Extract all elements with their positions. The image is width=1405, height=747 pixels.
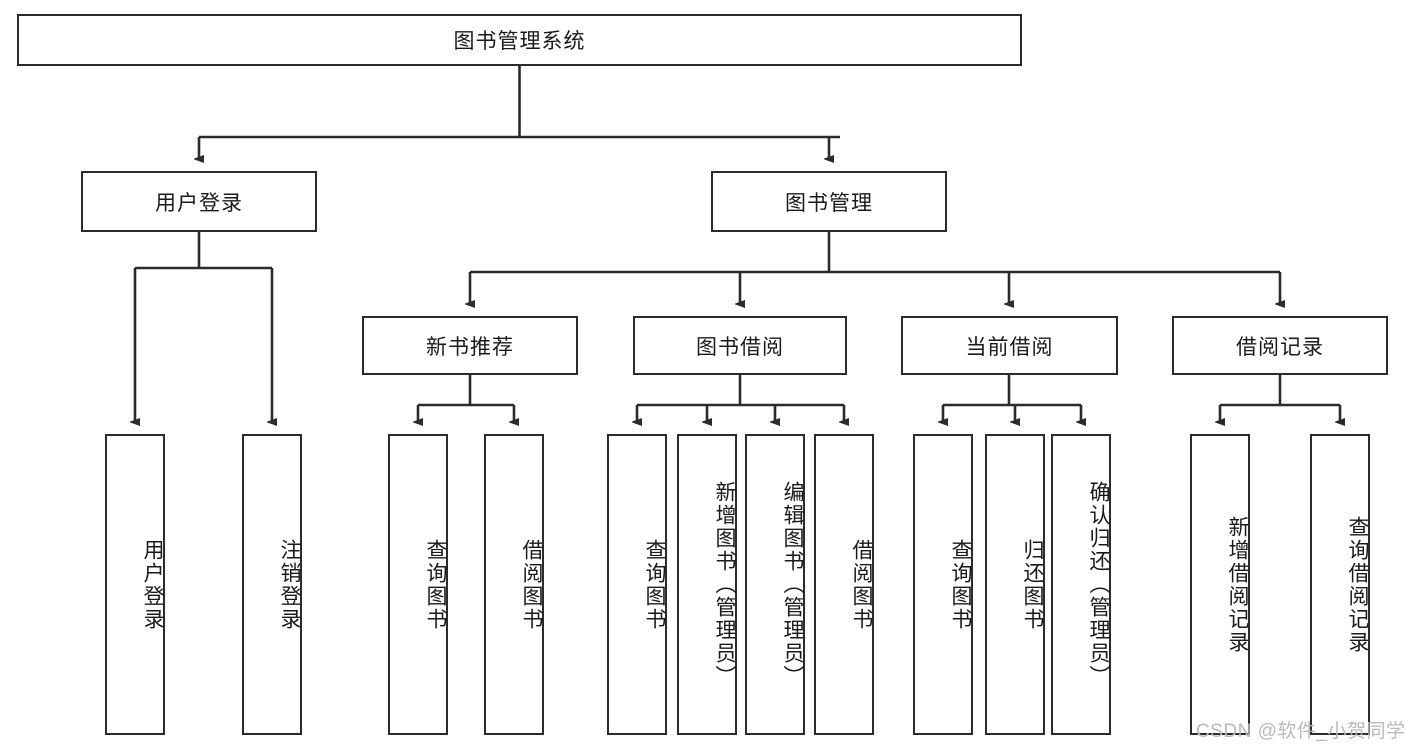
node-leaf-add-record[interactable]: 新增借阅记录 bbox=[1190, 434, 1250, 735]
node-current-borrow-label: 当前借阅 bbox=[965, 335, 1054, 359]
csdn-watermark: CSDN @软件_小贺同学 bbox=[1196, 721, 1405, 742]
node-leaf-borrow-book-2[interactable]: 借阅图书 bbox=[814, 434, 874, 735]
node-user-login-label: 用户登录 bbox=[155, 191, 243, 215]
node-leaf-borrow-book-2-label: 借阅图书 bbox=[850, 538, 873, 631]
node-leaf-query-book-1-label: 查询图书 bbox=[424, 538, 447, 631]
node-book-borrow-label: 图书借阅 bbox=[696, 335, 784, 359]
node-leaf-user-login[interactable]: 用户登录 bbox=[105, 434, 165, 735]
node-leaf-add-record-label: 新增借阅记录 bbox=[1226, 515, 1249, 654]
node-root-label: 图书管理系统 bbox=[453, 30, 586, 53]
node-leaf-query-book-2[interactable]: 查询图书 bbox=[607, 434, 667, 735]
node-leaf-edit-book[interactable]: 编辑图书（管理员） bbox=[745, 434, 805, 735]
node-leaf-user-login-label: 用户登录 bbox=[141, 538, 164, 631]
node-leaf-query-record[interactable]: 查询借阅记录 bbox=[1310, 434, 1370, 735]
node-book-borrow[interactable]: 图书借阅 bbox=[633, 316, 847, 375]
node-leaf-confirm-return-label: 确认归还（管理员） bbox=[1087, 481, 1110, 688]
node-leaf-return-book[interactable]: 归还图书 bbox=[985, 434, 1045, 735]
node-book-manage-label: 图书管理 bbox=[785, 191, 873, 215]
node-leaf-borrow-book-1-label: 借阅图书 bbox=[520, 538, 543, 631]
node-leaf-edit-book-label: 编辑图书（管理员） bbox=[781, 481, 804, 688]
node-current-borrow[interactable]: 当前借阅 bbox=[901, 316, 1118, 375]
node-new-book-rec-label: 新书推荐 bbox=[426, 335, 514, 359]
node-leaf-add-book-label: 新增图书（管理员） bbox=[713, 481, 736, 688]
node-leaf-query-record-label: 查询借阅记录 bbox=[1346, 515, 1369, 654]
node-leaf-logout-label: 注销登录 bbox=[278, 538, 301, 631]
node-leaf-borrow-book-1[interactable]: 借阅图书 bbox=[484, 434, 544, 735]
node-borrow-record-label: 借阅记录 bbox=[1236, 335, 1324, 359]
node-book-manage[interactable]: 图书管理 bbox=[711, 171, 947, 232]
node-leaf-confirm-return[interactable]: 确认归还（管理员） bbox=[1051, 434, 1111, 735]
node-leaf-query-book-1[interactable]: 查询图书 bbox=[388, 434, 448, 735]
node-root[interactable]: 图书管理系统 bbox=[17, 14, 1022, 66]
node-leaf-add-book[interactable]: 新增图书（管理员） bbox=[677, 434, 737, 735]
node-new-book-rec[interactable]: 新书推荐 bbox=[362, 316, 578, 375]
node-leaf-query-book-3[interactable]: 查询图书 bbox=[913, 434, 973, 735]
node-borrow-record[interactable]: 借阅记录 bbox=[1172, 316, 1388, 375]
node-leaf-logout[interactable]: 注销登录 bbox=[242, 434, 302, 735]
node-leaf-query-book-3-label: 查询图书 bbox=[949, 538, 972, 631]
node-leaf-query-book-2-label: 查询图书 bbox=[643, 538, 666, 631]
node-user-login[interactable]: 用户登录 bbox=[81, 171, 317, 232]
node-leaf-return-book-label: 归还图书 bbox=[1021, 538, 1044, 631]
